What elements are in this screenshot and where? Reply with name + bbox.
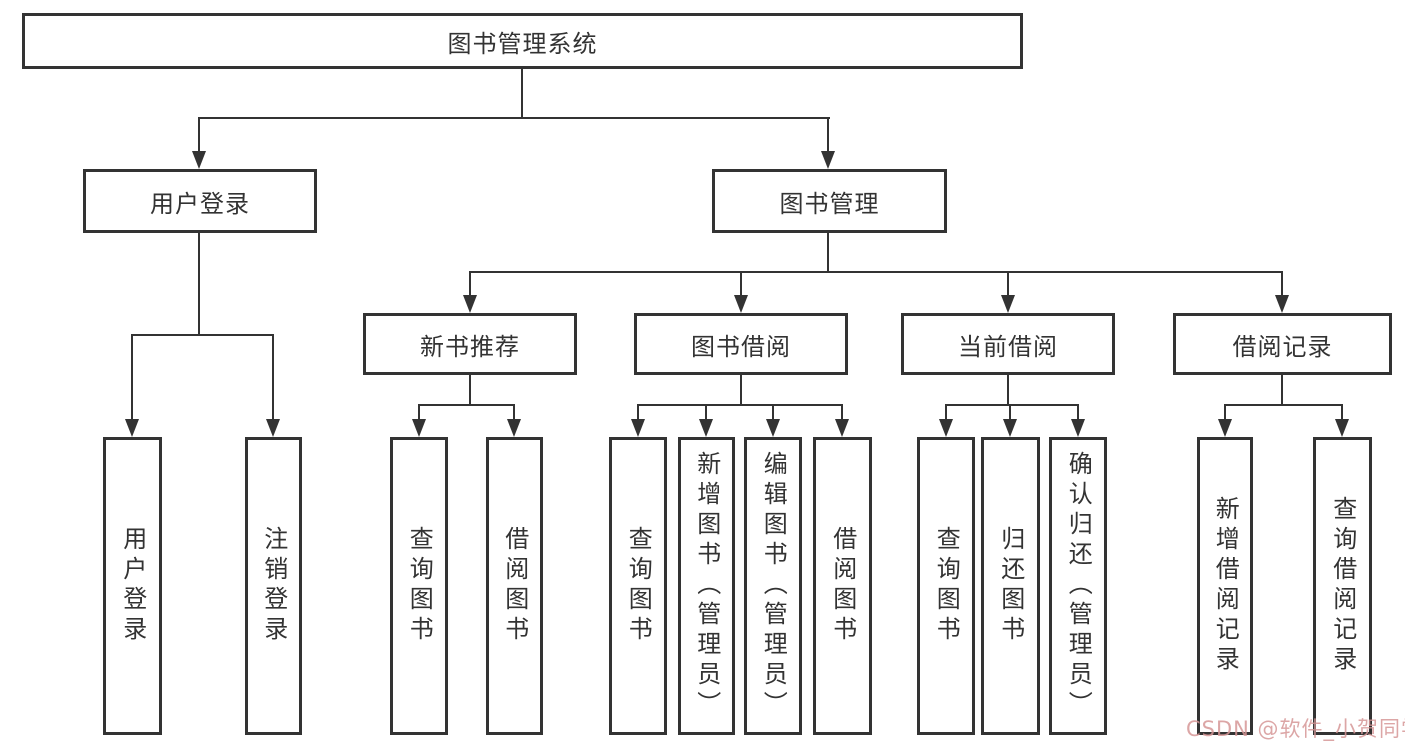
connector-line	[131, 334, 133, 422]
node-label: 编辑图书（管理员）	[759, 451, 788, 721]
node-new-book-recommendation: 新书推荐	[363, 313, 577, 375]
connector-line	[740, 271, 742, 299]
node-label: 查询图书	[405, 526, 434, 646]
node-label: 借阅图书	[828, 526, 857, 646]
node-library-management-system: 图书管理系统	[22, 13, 1023, 69]
node-label: 图书借阅	[691, 332, 791, 361]
arrow-down-icon	[1218, 419, 1232, 437]
csdn-watermark: CSDN @软件_小贺同学	[1186, 717, 1405, 741]
node-add-borrow-record: 新增借阅记录	[1197, 437, 1253, 735]
node-edit-books-admin: 编辑图书（管理员）	[744, 437, 802, 735]
connector-line	[1009, 404, 1011, 422]
connector-line	[272, 334, 274, 422]
connector-line	[1007, 375, 1009, 406]
node-confirm-return-admin: 确认归还（管理员）	[1049, 437, 1107, 735]
connector-line	[1224, 404, 1343, 406]
arrow-down-icon	[734, 295, 748, 313]
node-current-borrowing: 当前借阅	[901, 313, 1115, 375]
arrow-down-icon	[507, 419, 521, 437]
node-label: 图书管理系统	[447, 29, 598, 58]
node-label: 新书推荐	[420, 332, 520, 361]
connector-line	[418, 404, 420, 422]
connector-line	[469, 375, 471, 406]
node-label: 图书管理	[779, 189, 880, 218]
connector-line	[198, 117, 200, 153]
arrow-down-icon	[631, 419, 645, 437]
arrow-down-icon	[766, 419, 780, 437]
connector-line	[469, 271, 1283, 273]
connector-line	[945, 404, 1079, 406]
connector-line	[1281, 375, 1283, 406]
node-label: 借阅记录	[1232, 332, 1333, 361]
connector-line	[740, 375, 742, 406]
node-label: 查询借阅记录	[1328, 496, 1357, 676]
arrow-down-icon	[939, 419, 953, 437]
arrow-down-icon	[412, 419, 426, 437]
arrow-down-icon	[1335, 419, 1349, 437]
connector-line	[513, 404, 515, 422]
arrow-down-icon	[835, 419, 849, 437]
connector-line	[418, 404, 515, 406]
connector-line	[1281, 271, 1283, 299]
node-label: 当前借阅	[958, 332, 1058, 361]
arrow-down-icon	[821, 151, 835, 169]
connector-line	[1341, 404, 1343, 422]
node-return-books: 归还图书	[981, 437, 1040, 735]
connector-line	[945, 404, 947, 422]
node-label: 注销登录	[259, 526, 288, 646]
node-label: 查询图书	[932, 526, 961, 646]
node-label: 借阅图书	[500, 526, 529, 646]
arrow-down-icon	[1001, 295, 1015, 313]
node-label: 新增借阅记录	[1211, 496, 1240, 676]
arrow-down-icon	[1275, 295, 1289, 313]
node-query-books-current: 查询图书	[917, 437, 975, 735]
connector-line	[1077, 404, 1079, 422]
node-borrowing-records: 借阅记录	[1173, 313, 1392, 375]
connector-line	[705, 404, 707, 422]
connector-line	[772, 404, 774, 422]
arrow-down-icon	[1071, 419, 1085, 437]
connector-line	[637, 404, 843, 406]
connector-line	[841, 404, 843, 422]
arrow-down-icon	[266, 419, 280, 437]
connector-line	[469, 271, 471, 299]
arrow-down-icon	[463, 295, 477, 313]
connector-line	[521, 69, 523, 119]
arrow-down-icon	[699, 419, 713, 437]
arrow-down-icon	[1003, 419, 1017, 437]
connector-line	[1224, 404, 1226, 422]
connector-line	[131, 334, 274, 336]
connector-line	[1007, 271, 1009, 299]
arrow-down-icon	[125, 419, 139, 437]
node-query-borrow-record: 查询借阅记录	[1313, 437, 1372, 735]
node-label: 新增图书（管理员）	[692, 451, 721, 721]
node-query-books-borrowing: 查询图书	[609, 437, 667, 735]
connector-line	[198, 233, 200, 335]
node-label: 查询图书	[624, 526, 653, 646]
node-user-login: 用户登录	[83, 169, 317, 233]
node-label: 确认归还（管理员）	[1064, 451, 1093, 721]
node-label: 用户登录	[118, 526, 147, 646]
node-logout: 注销登录	[245, 437, 302, 735]
arrow-down-icon	[192, 151, 206, 169]
connector-line	[827, 117, 829, 153]
node-borrow-books-recommend: 借阅图书	[486, 437, 543, 735]
node-query-books-recommend: 查询图书	[390, 437, 448, 735]
node-label: 用户登录	[150, 189, 250, 218]
node-book-management: 图书管理	[712, 169, 947, 233]
node-user-login-leaf: 用户登录	[103, 437, 162, 735]
connector-line	[198, 117, 830, 119]
node-add-books-admin: 新增图书（管理员）	[678, 437, 735, 735]
node-label: 归还图书	[996, 526, 1025, 646]
node-borrow-books: 借阅图书	[813, 437, 872, 735]
node-book-borrowing: 图书借阅	[634, 313, 848, 375]
connector-line	[637, 404, 639, 422]
connector-line	[827, 233, 829, 273]
